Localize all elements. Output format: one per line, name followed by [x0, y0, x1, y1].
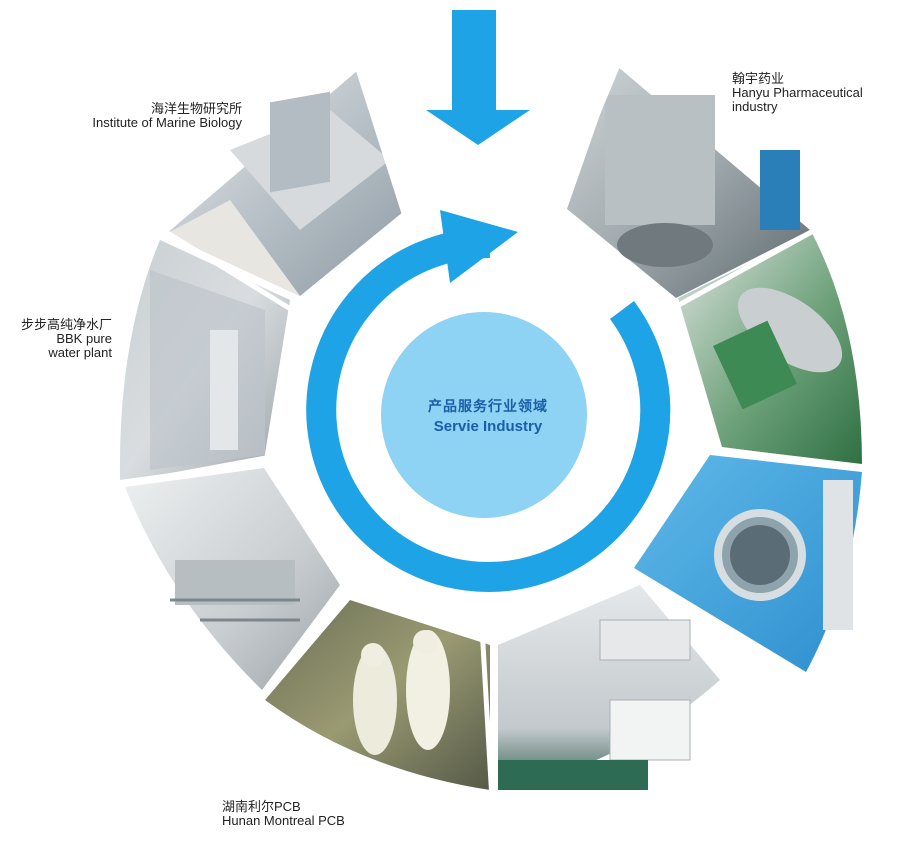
label-hanyu-en: Hanyu Pharmaceutical [732, 85, 863, 100]
label-hanyu: 翰宇药业 Hanyu Pharmaceutical industry [732, 72, 892, 114]
center-title: 产品服务行业领域 Servie Industry [400, 396, 576, 435]
photo-water-plant [125, 468, 340, 690]
label-bbk: 步步高纯净水厂 BBK pure water plant [0, 318, 112, 360]
center-disc [381, 312, 587, 518]
label-hanyu-cn: 翰宇药业 [732, 71, 785, 86]
photo-hanyu-pharma [567, 66, 810, 298]
label-hanyu-en-2: industry [732, 99, 778, 114]
label-bbk-en-2: water plant [48, 345, 112, 360]
center-title-cn: 产品服务行业领域 [428, 398, 548, 414]
photo-blue-chamber [634, 455, 862, 672]
photo-mixer-equipment [678, 233, 862, 465]
label-marine-en: Institute of Marine Biology [92, 115, 242, 130]
photo-cleanroom-workers [265, 600, 490, 790]
photo-marine-lab [166, 71, 403, 296]
photo-bbk-plant [119, 240, 290, 480]
down-arrow-icon [426, 10, 530, 145]
center-title-en: Servie Industry [433, 418, 543, 435]
photo-pcb-machine-room [498, 585, 720, 790]
label-marine-cn: 海洋生物研究所 [150, 101, 242, 116]
label-hunan-cn: 湖南利尔PCB [222, 799, 301, 814]
label-bbk-en: BBK pure [56, 331, 112, 346]
cycle-arrow-head-icon [440, 210, 518, 283]
label-bbk-cn: 步步高纯净水厂 [20, 317, 112, 332]
label-marine: 海洋生物研究所 Institute of Marine Biology [60, 102, 242, 130]
cycle-arrow-ring [306, 227, 671, 592]
label-hunan: 湖南利尔PCB Hunan Montreal PCB [222, 800, 422, 828]
label-hunan-en: Hunan Montreal PCB [222, 813, 345, 828]
